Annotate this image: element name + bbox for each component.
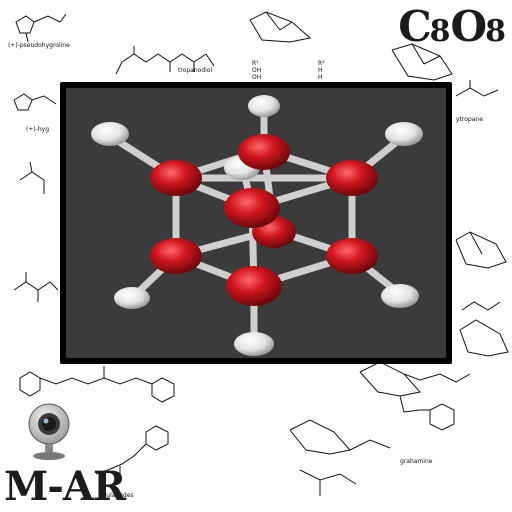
label-ferulamides: ferulamides bbox=[98, 492, 134, 499]
molecule-viewport[interactable] bbox=[66, 88, 446, 358]
cube-molecule-icon bbox=[91, 95, 423, 356]
label-tropanodiol: tropanodiol bbox=[178, 67, 213, 74]
title-carbon-count: 8 bbox=[429, 14, 451, 49]
app-title: C8O8 bbox=[398, 2, 506, 51]
label-grahamine: grahamine bbox=[400, 458, 433, 465]
brand-logo: M-AR bbox=[4, 463, 126, 510]
label-oh-1: OH bbox=[252, 67, 262, 74]
label-h-1: H bbox=[318, 67, 323, 74]
label-tropane: ytropane bbox=[456, 116, 483, 123]
label-r1: R¹ bbox=[252, 60, 259, 67]
title-oxygen-count: 8 bbox=[485, 14, 506, 49]
label-oh-2: OH bbox=[252, 74, 262, 81]
title-carbon: C bbox=[398, 2, 431, 51]
label-h-2: H bbox=[318, 74, 323, 81]
molecule-frame bbox=[60, 82, 452, 364]
label-pseudohygroline: (+)-pseudohygroline bbox=[8, 42, 70, 49]
webcam-icon bbox=[28, 403, 70, 460]
title-oxygen: O bbox=[450, 2, 488, 51]
label-hygroline: (+)-hyg bbox=[26, 126, 50, 133]
label-r2: R² bbox=[318, 60, 325, 67]
